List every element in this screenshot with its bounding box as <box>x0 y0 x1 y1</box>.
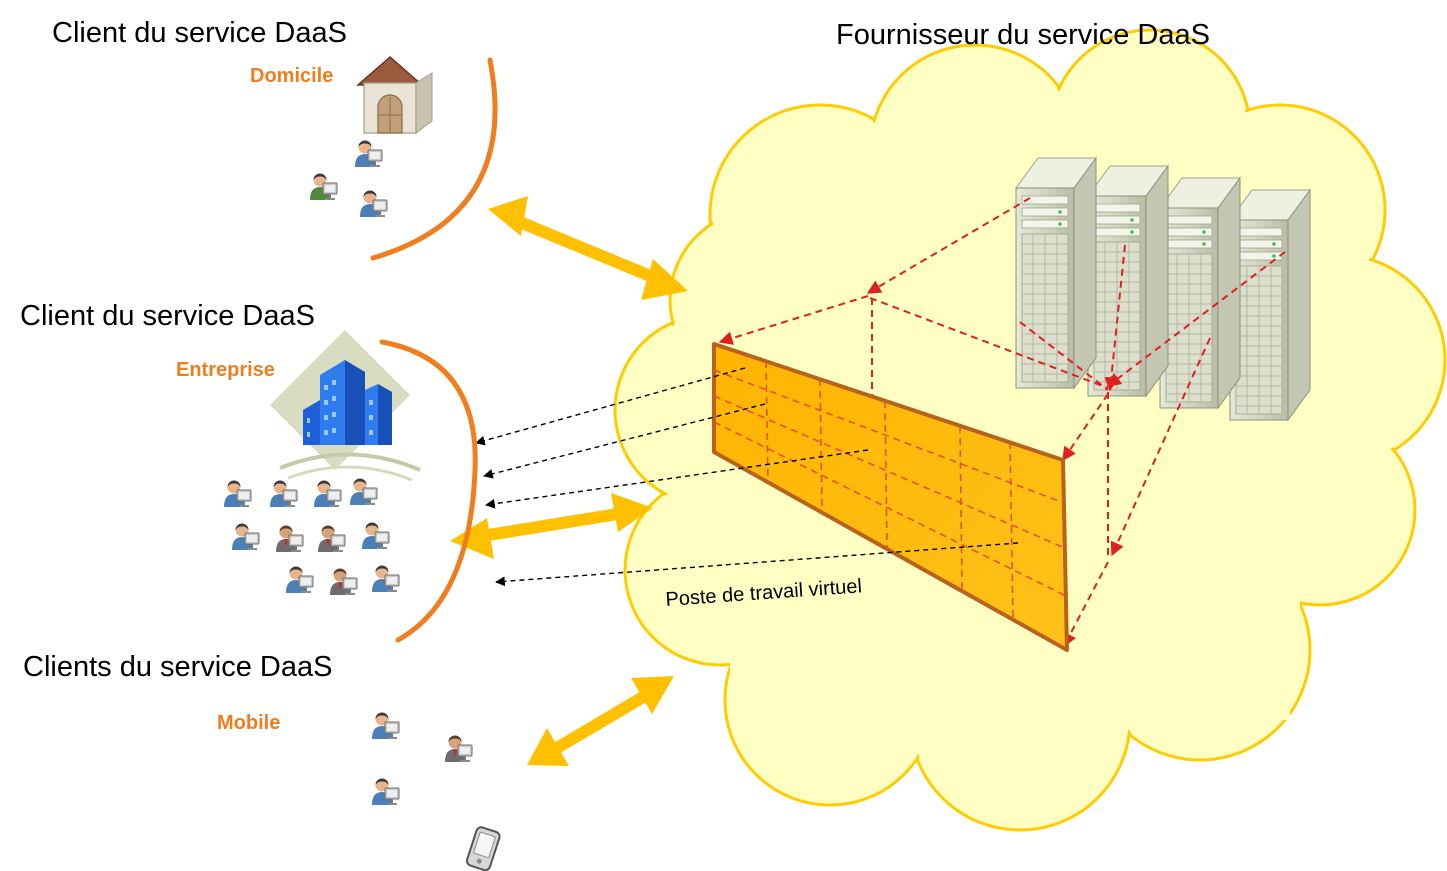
enterprise-bracket <box>379 339 478 643</box>
enterprise-users <box>223 478 400 596</box>
mobile-users <box>371 712 473 806</box>
site-label-home: Domicile <box>250 65 333 87</box>
mobile-phone-icon <box>465 826 501 871</box>
home-link-arrow <box>504 212 666 286</box>
server-rack-icon <box>1015 157 1311 421</box>
virtual-desktop-panel <box>712 342 1069 652</box>
house-icon <box>356 56 433 134</box>
site-brackets <box>370 57 498 643</box>
connection-arrows <box>464 212 666 761</box>
home-users <box>309 140 388 218</box>
heading-provider: Fournisseur du service DaaS <box>836 19 1210 51</box>
projection-lines <box>718 197 1286 648</box>
site-label-mobile: Mobile <box>217 712 280 734</box>
site-label-enterprise: Entreprise <box>176 359 275 381</box>
office-building-icon <box>270 330 421 482</box>
mobile-link-arrow <box>539 684 661 761</box>
heading-clients-mobile: Clients du service DaaS <box>23 651 332 683</box>
heading-client-home: Client du service DaaS <box>52 17 347 49</box>
stream-arrows <box>475 367 1019 587</box>
enterprise-link-arrow <box>464 506 636 544</box>
heading-client-enterprise: Client du service DaaS <box>20 300 315 332</box>
home-bracket <box>370 57 498 261</box>
